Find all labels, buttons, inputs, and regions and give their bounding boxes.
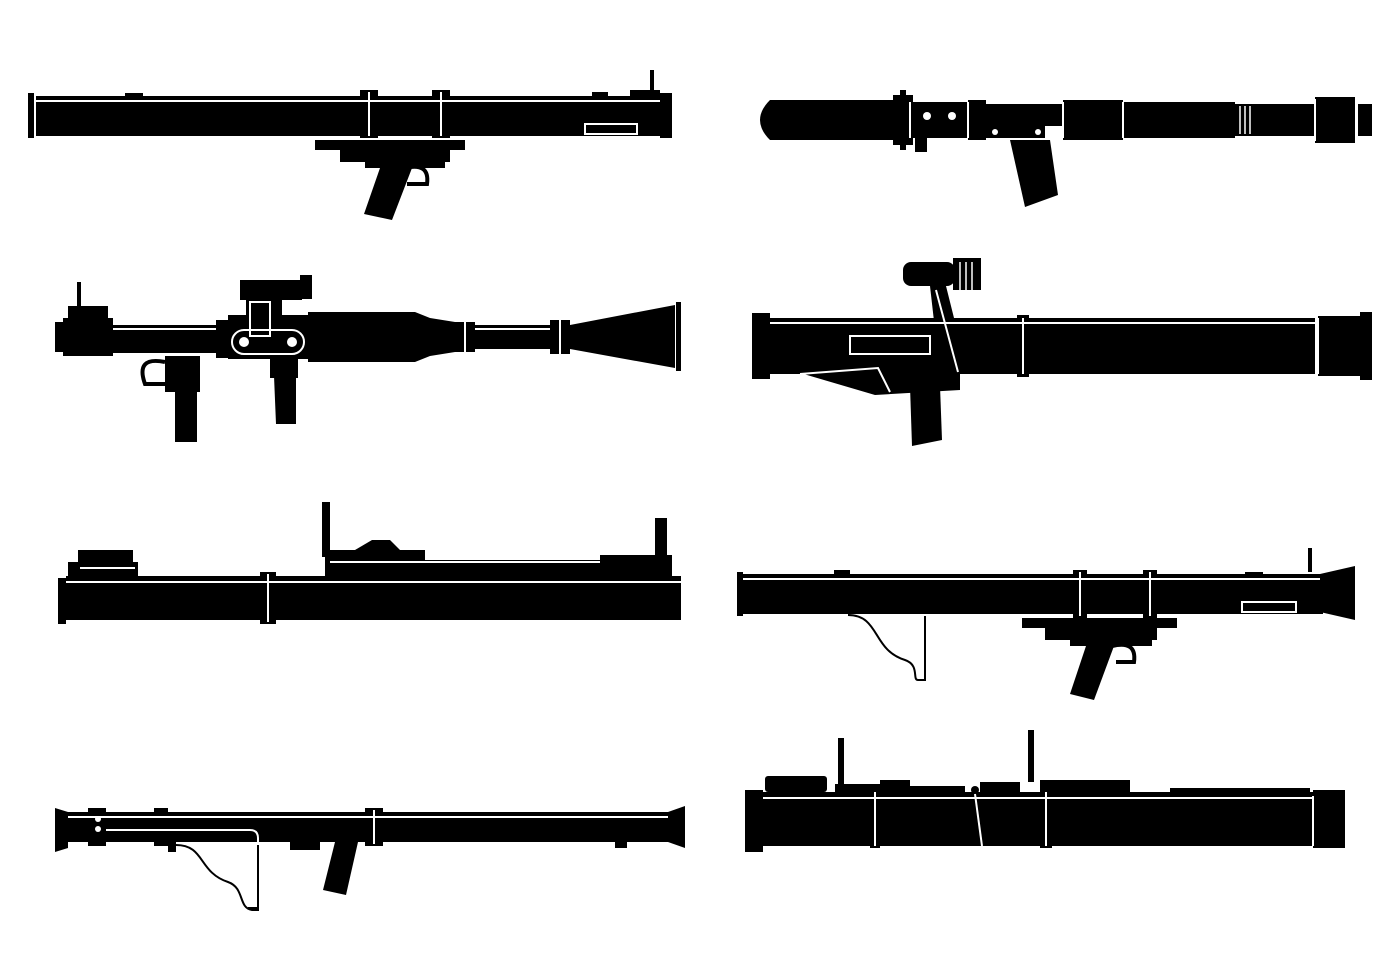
launcher-2-icon xyxy=(760,90,1372,207)
launcher-4-icon xyxy=(752,258,1372,446)
launcher-3-icon xyxy=(55,275,681,442)
launcher-6-icon xyxy=(737,548,1355,700)
launcher-7-icon xyxy=(55,806,685,911)
launcher-8-icon xyxy=(745,730,1345,852)
launcher-1-icon xyxy=(28,70,672,220)
launcher-5-icon xyxy=(58,502,681,624)
